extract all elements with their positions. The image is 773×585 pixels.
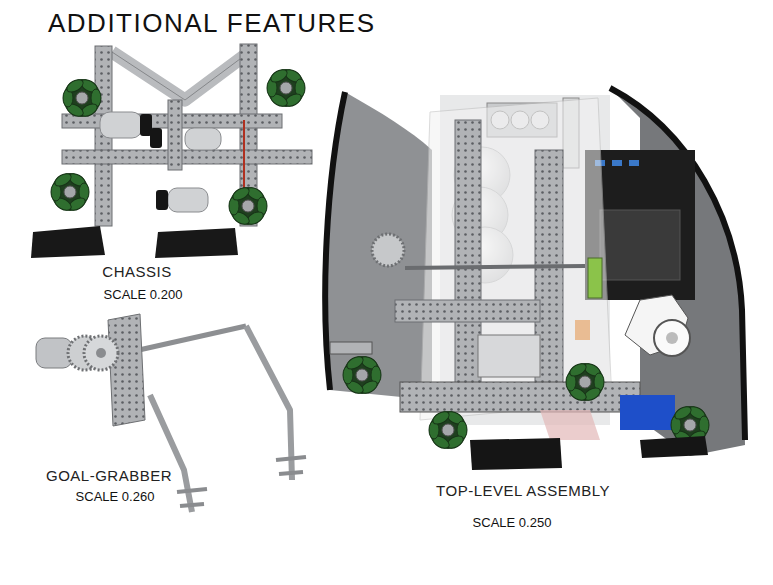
- drawing-part: [155, 228, 238, 258]
- drawing-part: [330, 342, 372, 354]
- drawing-part: [150, 128, 162, 148]
- drawing-part: [405, 266, 585, 268]
- drawing-part: [267, 67, 305, 109]
- drawing-part: [666, 332, 678, 344]
- drawing-part: [112, 50, 252, 100]
- part-name: CHASSIS: [102, 263, 171, 280]
- drawing-part: [612, 160, 622, 166]
- drawing-part: [325, 92, 432, 400]
- part-name: TOP-LEVEL ASSEMBLY: [436, 482, 610, 499]
- drawing-part: [640, 436, 708, 458]
- drawing-part: [112, 50, 252, 100]
- drawing-part: [229, 185, 267, 227]
- scale-note: SCALE 0.260: [76, 489, 155, 504]
- drawing-part: [63, 77, 101, 119]
- drawing-part: [395, 300, 540, 322]
- drawing-part: [108, 314, 145, 426]
- drawing-part: [566, 361, 604, 403]
- drawing-part: [168, 100, 182, 170]
- drawing-part: [540, 410, 600, 440]
- drawing-part: [279, 472, 303, 474]
- drawing-part: [84, 336, 118, 370]
- drawing-part: [654, 320, 690, 356]
- drawing-part: [455, 120, 481, 400]
- drawing-part: [276, 457, 306, 460]
- drawing-part: [429, 409, 467, 451]
- chassis-drawing: [31, 44, 312, 258]
- drawing-part: [600, 210, 680, 280]
- drawing-part: [372, 234, 404, 266]
- drawing-part: [620, 395, 675, 430]
- drawing-part: [400, 382, 640, 412]
- drawing-part: [62, 150, 312, 164]
- scale-note: SCALE 0.200: [104, 287, 183, 302]
- top-level-assembly-drawing: [325, 88, 745, 470]
- drawing-part: [51, 171, 89, 213]
- drawing-part: [100, 112, 142, 138]
- drawing-part: [177, 489, 207, 492]
- drawing-part: [185, 128, 221, 150]
- drawing-part: [246, 326, 292, 480]
- drawing-part: [31, 226, 105, 258]
- drawing-part: [588, 258, 602, 298]
- drawing-part: [156, 190, 168, 210]
- drawing-part: [470, 438, 562, 470]
- drawing-part: [478, 335, 540, 377]
- drawing-part: [420, 98, 612, 420]
- scale-note: SCALE 0.250: [473, 515, 552, 530]
- drawing-part: [150, 395, 192, 512]
- drawing-part: [343, 354, 381, 396]
- drawing-part: [130, 326, 246, 352]
- sheet-title: ADDITIONAL FEATURES: [48, 8, 376, 39]
- part-name: GOAL-GRABBER: [46, 467, 172, 484]
- drawing-part: [180, 504, 204, 506]
- drawing-part: [168, 188, 208, 212]
- drawing-part: [96, 348, 106, 358]
- goal-grabber-drawing: [36, 314, 306, 512]
- drawing-part: [629, 160, 639, 166]
